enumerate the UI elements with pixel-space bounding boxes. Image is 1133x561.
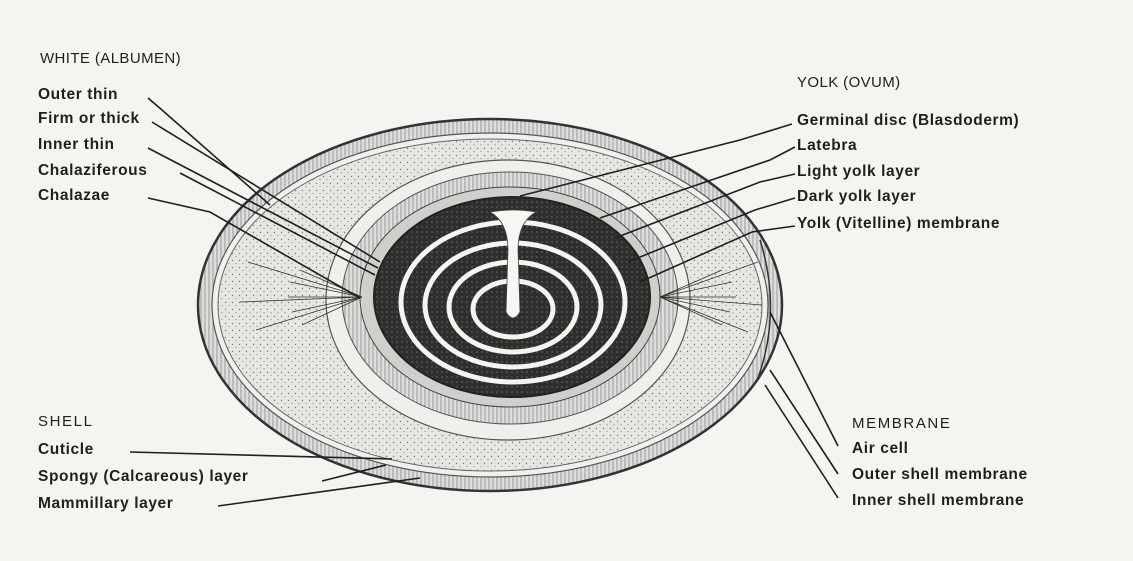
label-germinal-disc: Germinal disc (Blasdoderm)	[797, 112, 1019, 130]
label-chalaziferous: Chalaziferous	[38, 162, 147, 180]
label-cuticle: Cuticle	[38, 441, 94, 459]
membrane-heading: MEMBRANE	[852, 415, 951, 433]
white-albumen-heading: WHITE (ALBUMEN)	[40, 50, 181, 68]
label-outer-shell-membrane: Outer shell membrane	[852, 466, 1028, 484]
label-firm-or-thick: Firm or thick	[38, 110, 140, 128]
label-mammillary-layer: Mammillary layer	[38, 495, 173, 513]
label-inner-thin: Inner thin	[38, 136, 115, 154]
label-dark-yolk-layer: Dark yolk layer	[797, 188, 916, 206]
label-outer-thin: Outer thin	[38, 86, 118, 104]
label-chalazae: Chalazae	[38, 187, 110, 205]
yolk-ovum-heading: YOLK (OVUM)	[797, 74, 901, 92]
label-vitelline-membrane: Yolk (Vitelline) membrane	[797, 215, 1000, 233]
label-air-cell: Air cell	[852, 440, 909, 458]
label-spongy-layer: Spongy (Calcareous) layer	[38, 468, 249, 486]
label-latebra: Latebra	[797, 137, 857, 155]
shell-heading: SHELL	[38, 413, 94, 431]
label-inner-shell-membrane: Inner shell membrane	[852, 492, 1024, 510]
label-light-yolk-layer: Light yolk layer	[797, 163, 920, 181]
